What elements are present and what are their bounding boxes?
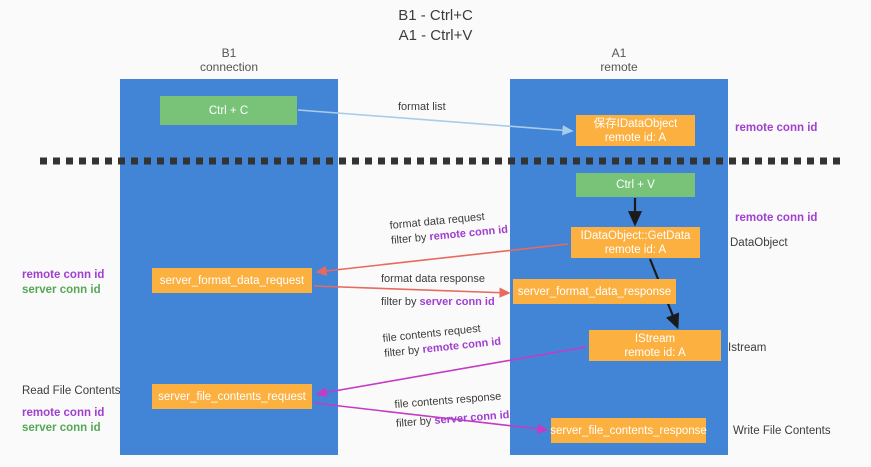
filter-prefix: filter by	[383, 343, 424, 360]
edge-label-file-contents-response-filter: filter by server conn id	[395, 408, 510, 432]
filter-key-server-conn-id: server conn id	[433, 409, 510, 427]
annotation-read-file-contents: Read File Contents	[22, 385, 121, 397]
title-line-1: B1 - Ctrl+C	[398, 7, 473, 24]
annotation-left-remote-conn-id-2: remote conn id	[22, 407, 105, 419]
node-ctrl-c-label: Ctrl + C	[208, 104, 249, 117]
filter-prefix: filter by	[381, 296, 420, 308]
annotation-left-read-file-contents-group: Read File Contents remote conn id server…	[22, 384, 122, 436]
node-ctrl-c[interactable]: Ctrl + C	[160, 96, 297, 125]
diagram-title: B1 - Ctrl+C A1 - Ctrl+V	[0, 6, 871, 46]
annotation-left-server-conn-id-1: server conn id	[22, 284, 101, 296]
edge-label-file-contents-request: file contents request filter by remote c…	[382, 320, 502, 362]
node-server-format-data-request[interactable]: server_format_data_request	[152, 268, 312, 293]
node-server-format-data-response[interactable]: server_format_data_response	[513, 279, 676, 304]
node-server-format-data-request-label: server_format_data_request	[159, 274, 305, 287]
filter-prefix: filter by	[390, 231, 431, 247]
edge-label-format-list-text: format list	[398, 101, 446, 113]
edge-label-format-data-response-text: format data response	[381, 273, 485, 285]
lane-header-b1: B1 connection	[120, 46, 338, 74]
node-server-file-contents-response[interactable]: server_file_contents_response	[550, 418, 707, 443]
node-idataobject[interactable]: 保存IDataObject remote id: A	[576, 115, 695, 146]
node-idataobject-label: 保存IDataObject	[593, 117, 678, 130]
annotation-left-remote-conn-id-1: remote conn id	[22, 269, 105, 281]
edge-label-format-list: format list	[398, 100, 446, 115]
title-line-2: A1 - Ctrl+V	[398, 27, 473, 44]
annotation-istream: Istream	[728, 342, 767, 354]
lane-header-a1-role: remote	[600, 60, 638, 74]
node-server-file-contents-response-label: server_file_contents_response	[550, 424, 707, 437]
lane-header-b1-name: B1	[221, 46, 237, 60]
lane-header-b1-role: connection	[199, 60, 259, 74]
node-ctrl-v-label: Ctrl + V	[616, 179, 655, 191]
node-istream[interactable]: IStream remote id: A	[589, 330, 721, 361]
edge-label-file-contents-response: file contents response filter by server …	[394, 389, 510, 432]
annotation-remote-conn-id-top: remote conn id	[735, 122, 818, 134]
annotation-left-server-conn-id-2: server conn id	[22, 422, 101, 434]
node-getdata-sublabel: remote id: A	[604, 243, 667, 256]
node-getdata-label: IDataObject::GetData	[580, 229, 691, 242]
lane-header-a1: A1 remote	[510, 46, 728, 74]
node-server-format-data-response-label: server_format_data_response	[517, 285, 672, 298]
node-getdata[interactable]: IDataObject::GetData remote id: A	[571, 227, 700, 258]
node-ctrl-v[interactable]: Ctrl + V	[576, 173, 695, 197]
annotation-dataobject: DataObject	[730, 237, 788, 249]
filter-prefix: filter by	[395, 414, 435, 430]
node-idataobject-sublabel: remote id: A	[604, 131, 667, 144]
annotation-remote-conn-id-mid: remote conn id	[735, 212, 818, 224]
edge-label-format-data-request: format data request filter by remote con…	[389, 208, 509, 249]
node-istream-sublabel: remote id: A	[624, 346, 686, 359]
node-server-file-contents-request-label: server_file_contents_request	[158, 390, 306, 403]
node-istream-label: IStream	[634, 332, 676, 345]
node-server-file-contents-request[interactable]: server_file_contents_request	[152, 384, 312, 409]
annotation-left-conn-ids-top: remote conn id server conn id	[22, 268, 117, 298]
lane-header-a1-name: A1	[611, 46, 627, 60]
edge-label-format-data-response-filter: filter by server conn id	[381, 295, 495, 310]
annotation-write-file-contents: Write File Contents	[733, 425, 831, 437]
edge-label-format-data-response: format data response filter by server co…	[381, 272, 495, 310]
filter-key-server-conn-id: server conn id	[419, 296, 495, 308]
